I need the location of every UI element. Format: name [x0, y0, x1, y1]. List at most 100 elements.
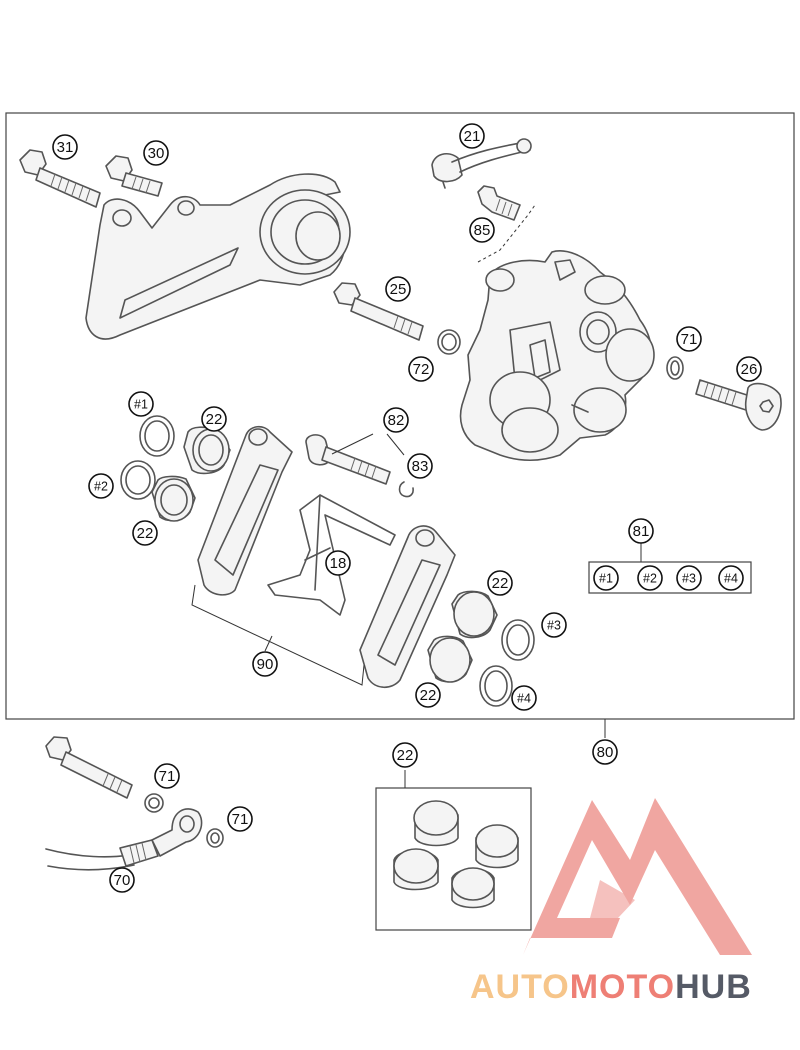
callout-c30: 30 [143, 140, 169, 166]
callout-ring [143, 140, 169, 166]
callout-c22c: 22 [487, 570, 513, 596]
callout-label: 70 [114, 872, 131, 889]
callout-ring [88, 473, 114, 499]
piston-22-lower-right [427, 635, 473, 683]
callout-c22a: 22 [201, 406, 227, 432]
caliper-bracket [85, 173, 351, 340]
wordmark-moto: MOTO [570, 968, 675, 1006]
banjo-bolt [45, 736, 133, 799]
callout-c70: 70 [109, 867, 135, 893]
callout-c21: 21 [459, 123, 485, 149]
piston-22-upper-left [183, 426, 231, 475]
callout-label: 21 [464, 128, 481, 145]
callout-c1b: #1 [593, 565, 619, 591]
callout-c71a: 71 [676, 326, 702, 352]
callout-ring [736, 356, 762, 382]
callout-ring [637, 565, 663, 591]
callout-ring [676, 565, 702, 591]
callout-label: 82 [388, 412, 405, 429]
clip-83 [398, 481, 414, 498]
callout-c31: 31 [52, 134, 78, 160]
seal-1-left [139, 415, 175, 457]
callout-label: 71 [159, 768, 176, 785]
main-frame [5, 112, 795, 720]
callout-c22b: 22 [132, 520, 158, 546]
callout-ring [407, 453, 433, 479]
callout-ring [252, 651, 278, 677]
callout-label: #1 [134, 398, 148, 412]
callout-label: 81 [633, 523, 650, 540]
callout-label: 22 [206, 411, 223, 428]
callout-c18: 18 [325, 550, 351, 576]
bracket-90 [191, 584, 365, 686]
washer-71-upper [666, 356, 684, 380]
piston-22-upper-right [451, 590, 498, 639]
washer-71-lower-b [206, 828, 224, 848]
callout-label: 22 [420, 687, 437, 704]
callout-ring [109, 867, 135, 893]
callout-ring [628, 518, 654, 544]
callout-label: #4 [724, 572, 738, 586]
piston-22-lower-left [151, 475, 196, 522]
callout-c1a: #1 [128, 391, 154, 417]
callout-label: 22 [397, 747, 414, 764]
callout-c71c: 71 [227, 806, 253, 832]
callout-label: #4 [517, 692, 531, 706]
callout-label: #2 [643, 572, 657, 586]
callout-label: 25 [390, 281, 407, 298]
callout-c71b: 71 [154, 763, 180, 789]
seal-2-left [120, 460, 156, 500]
piston-kit-22 [375, 770, 532, 931]
callout-c3b: #3 [676, 565, 702, 591]
callout-ring [718, 565, 744, 591]
callout-ring [592, 739, 618, 765]
callout-c83: 83 [407, 453, 433, 479]
callout-ring [469, 217, 495, 243]
callout-label: 18 [330, 555, 347, 572]
callout-c3a: #3 [541, 612, 567, 638]
callout-ring [408, 356, 434, 382]
callout-label: 22 [492, 575, 509, 592]
callout-ring [132, 520, 158, 546]
callout-label: #2 [94, 480, 108, 494]
callout-c26: 26 [736, 356, 762, 382]
callout-c80: 80 [592, 739, 618, 765]
callout-label: 80 [597, 744, 614, 761]
callout-label: #3 [682, 572, 696, 586]
washer-72 [437, 329, 461, 355]
callout-ring [128, 391, 154, 417]
callout-ring [201, 406, 227, 432]
callout-label: 26 [741, 361, 758, 378]
brake-pad-left [197, 425, 293, 596]
bolt-30 [105, 155, 163, 197]
callout-label: 71 [681, 331, 698, 348]
callout-label: 30 [148, 145, 165, 162]
bolt-26 [695, 379, 782, 431]
brake-pad-right [359, 525, 456, 689]
callout-label: 31 [57, 139, 74, 156]
callout-c72: 72 [408, 356, 434, 382]
brake-hose-70 [45, 808, 203, 871]
callout-ring [325, 550, 351, 576]
washer-71-lower-a [144, 793, 164, 813]
callout-label: 22 [137, 525, 154, 542]
callout-ring [541, 612, 567, 638]
callout-ring [227, 806, 253, 832]
callout-c2b: #2 [637, 565, 663, 591]
callout-c4a: #4 [511, 685, 537, 711]
bolt-25 [333, 282, 424, 341]
automotohub-logo [523, 798, 752, 955]
callout-ring [511, 685, 537, 711]
caliper-body [459, 250, 655, 462]
callout-c4b: #4 [718, 565, 744, 591]
callout-c2a: #2 [88, 473, 114, 499]
callout-c25: 25 [385, 276, 411, 302]
callout-label: 85 [474, 222, 491, 239]
callout-ring [487, 570, 513, 596]
callout-ring [415, 682, 441, 708]
callout-label: #1 [599, 572, 613, 586]
callout-label: #3 [547, 619, 561, 633]
callout-ring [392, 742, 418, 768]
callout-label: 90 [257, 656, 274, 673]
